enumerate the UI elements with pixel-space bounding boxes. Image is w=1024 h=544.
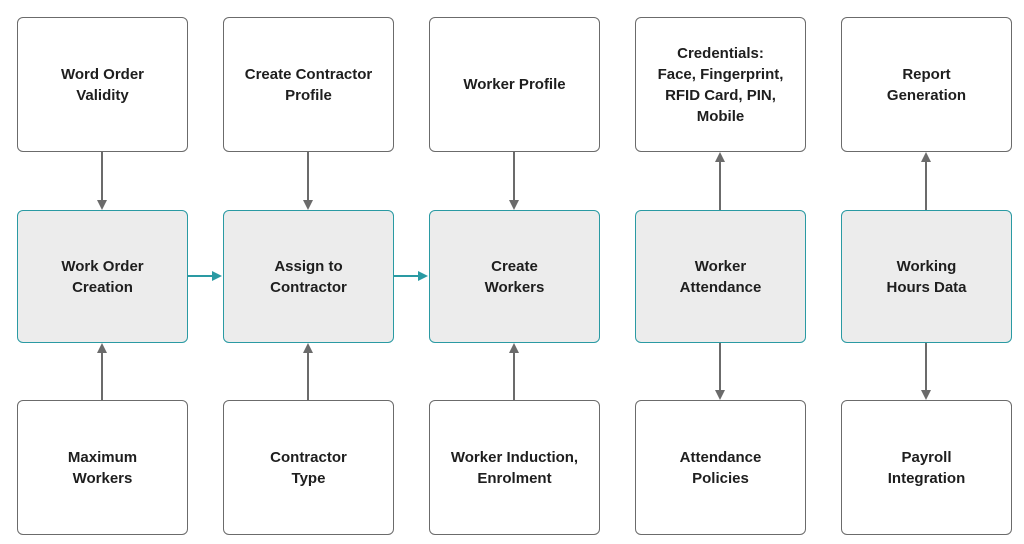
box-worker-profile: Worker Profile	[429, 17, 600, 152]
box-create-contractor-profile: Create Contractor Profile	[223, 17, 394, 152]
box-payroll-integration: Payroll Integration	[841, 400, 1012, 535]
box-report-generation: Report Generation	[841, 17, 1012, 152]
box-working-hours-data: Working Hours Data	[841, 210, 1012, 343]
box-create-workers: Create Workers	[429, 210, 600, 343]
box-assign-to-contractor: Assign to Contractor	[223, 210, 394, 343]
box-worker-induction: Worker Induction, Enrolment	[429, 400, 600, 535]
box-maximum-workers: Maximum Workers	[17, 400, 188, 535]
box-credentials: Credentials: Face, Fingerprint, RFID Car…	[635, 17, 806, 152]
box-worker-attendance: Worker Attendance	[635, 210, 806, 343]
box-attendance-policies: Attendance Policies	[635, 400, 806, 535]
box-word-order-validity: Word Order Validity	[17, 17, 188, 152]
box-contractor-type: Contractor Type	[223, 400, 394, 535]
box-work-order-creation: Work Order Creation	[17, 210, 188, 343]
